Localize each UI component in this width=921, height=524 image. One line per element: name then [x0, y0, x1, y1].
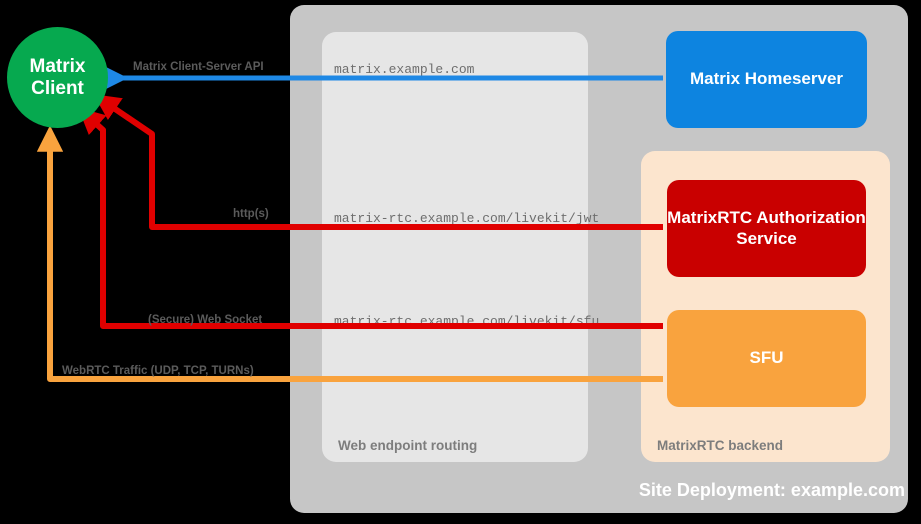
- web-endpoint-routing-label: Web endpoint routing: [338, 438, 478, 453]
- node-matrix-client[interactable]: Matrix Client: [7, 27, 108, 128]
- node-matrix-homeserver[interactable]: Matrix Homeserver: [666, 31, 867, 128]
- flow-label-secure-websocket: (Secure) Web Socket: [148, 314, 263, 326]
- flow-label-webrtc-traffic: WebRTC Traffic (UDP, TCP, TURNs): [62, 365, 254, 377]
- node-matrixrtc-authorization-service[interactable]: MatrixRTC Authorization Service: [667, 180, 866, 277]
- flow-label-client-server-api: Matrix Client-Server API: [133, 61, 264, 73]
- matrixrtc-backend-label: MatrixRTC backend: [657, 438, 784, 453]
- site-deployment-label: Site Deployment: example.com: [638, 480, 905, 500]
- flow-label-https: http(s): [233, 208, 269, 220]
- node-matrix-client-line1: Matrix: [29, 56, 86, 78]
- node-sfu[interactable]: SFU: [667, 310, 866, 407]
- endpoint-matrix: matrix.example.com: [334, 62, 475, 77]
- endpoint-livekit-jwt: matrix-rtc.example.com/livekit/jwt: [334, 211, 600, 226]
- web-endpoint-routing-container: [322, 32, 588, 462]
- endpoint-livekit-sfu: matrix-rtc.example.com/livekit/sfu: [334, 314, 600, 329]
- node-matrix-client-line2: Client: [31, 77, 84, 99]
